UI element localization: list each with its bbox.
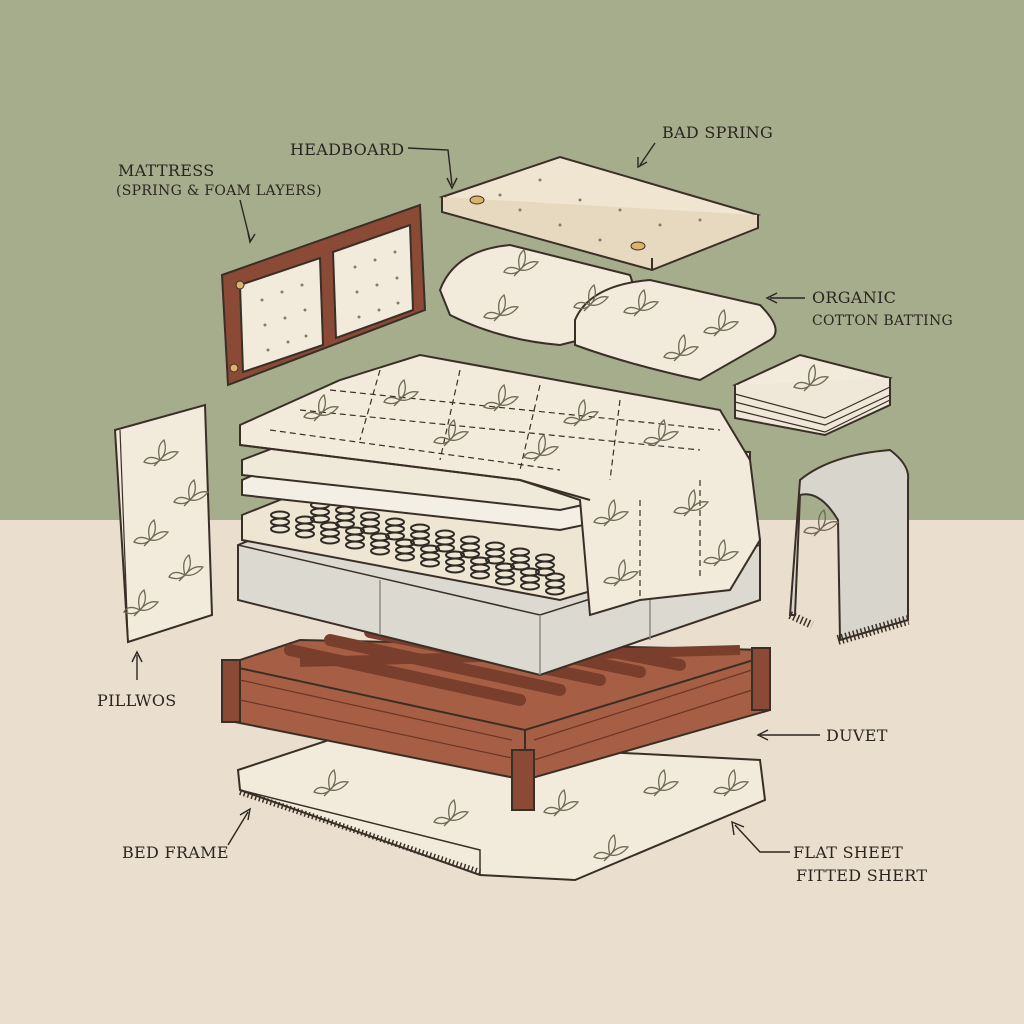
label-bed-frame: BED FRAME: [122, 843, 229, 862]
pillowcase-left: [113, 403, 214, 644]
throw-blanket: [788, 448, 910, 645]
label-cotton-batting: COTTON BATTING: [812, 313, 954, 329]
label-mattress-sub: (SPRING & FOAM LAYERS): [116, 183, 322, 199]
label-pillwos: PILLWOS: [97, 691, 177, 710]
cotton-batting-stack: [732, 353, 893, 437]
label-duvet: DUVET: [826, 726, 888, 745]
arrow-bed-frame: [227, 811, 249, 846]
label-fitted-shert: FITTED SHERT: [796, 866, 928, 885]
bed-frame: [221, 614, 771, 811]
label-organic: ORGANIC: [812, 288, 897, 307]
label-flat-sheet: FLAT SHEET: [793, 843, 904, 862]
pillows: [438, 243, 777, 382]
leader-arrows: [131, 142, 820, 853]
label-headboard: HEADBOARD: [290, 140, 405, 159]
label-mattress: MATTRESS: [118, 161, 215, 180]
label-bad-spring: BAD SPRING: [662, 123, 774, 142]
bad-spring-board: [438, 155, 762, 272]
arrow-headboard: [407, 147, 453, 186]
headboard: [220, 203, 427, 387]
arrow-flat-sheet: [734, 824, 790, 853]
arrow-bad-spring: [639, 142, 656, 166]
duvet: [239, 353, 762, 617]
